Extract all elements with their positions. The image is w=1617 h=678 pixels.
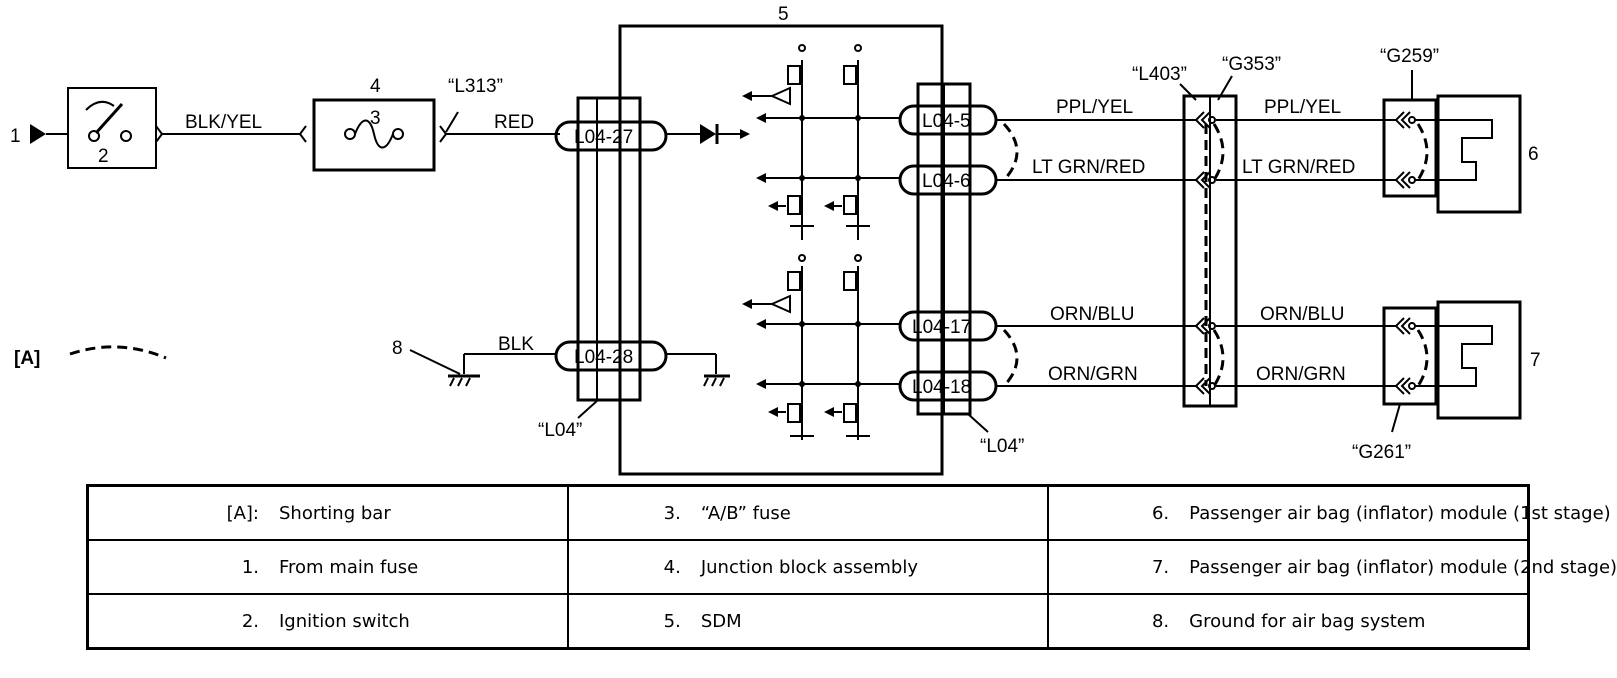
legend-key: [A]:: [226, 502, 259, 524]
wire-label-blk-yel: BLK/YEL: [185, 112, 262, 133]
terminal-l04-28: [554, 340, 668, 372]
legend-text: Ignition switch: [279, 610, 410, 632]
input-arrow: [30, 124, 46, 144]
legend-key: 6.: [1151, 502, 1170, 524]
legend-key: 4.: [663, 556, 681, 578]
wire-label-orn-blu-left: ORN/BLU: [1050, 304, 1134, 325]
legend-text: Junction block assembly: [700, 556, 919, 578]
diode-icon: [700, 124, 716, 144]
passenger-airbag-module-2nd-stage: [1436, 300, 1522, 420]
wire-label-ppl-yel-left: PPL/YEL: [1056, 97, 1133, 118]
legend-cell: 6. Passenger air bag (inflator) module (1…: [1047, 484, 1611, 541]
wire-label-orn-grn-left: ORN/GRN: [1048, 364, 1138, 385]
wire-label-ppl-yel-right: PPL/YEL: [1264, 97, 1341, 118]
wire-label-lt-grn-red-left: LT GRN/RED: [1032, 157, 1145, 178]
legend-cell: 2. Ignition switch: [86, 593, 569, 650]
sdm-box: [618, 24, 944, 476]
legend-key: 8.: [1151, 610, 1170, 632]
label-item-6: 6: [1528, 144, 1539, 165]
legend-text: Passenger air bag (inflator) module (1st…: [1189, 502, 1611, 524]
legend-row: 2. Ignition switch 5. SDM 8. Ground for air…: [86, 593, 1530, 650]
connector-l313: “L313”: [448, 76, 503, 97]
legend-cell: 3. “A/B” fuse: [566, 484, 1050, 541]
wire-label-red: RED: [494, 112, 534, 133]
passenger-airbag-module-1st-stage: [1436, 94, 1522, 214]
sdm-internal-upper: [742, 44, 900, 240]
junction-block: 3: [312, 98, 436, 172]
legend-row: 1. From main fuse 4. Junction block assemb…: [86, 539, 1617, 595]
legend-cell: 7. Passenger air bag (inflator) module (2…: [1047, 539, 1617, 595]
shorting-bar-l04-upper: [1002, 122, 1019, 182]
connector-l04-left-housing: [576, 96, 642, 402]
wiring-diagram: 1 2 BLK/YEL 4 3 RED “L313” 5 L04-27 L04-…: [10, 4, 1541, 476]
shorting-bar-key-symbol: [69, 345, 167, 360]
legend-text: SDM: [700, 610, 742, 632]
legend-cell: 8. Ground for air bag system: [1047, 593, 1530, 650]
legend-text: “A/B” fuse: [700, 502, 791, 524]
terminal-label-l04-6: L04-6: [922, 171, 971, 192]
legend-cell: 5. SDM: [566, 593, 1050, 650]
terminal-label-l04-5: L04-5: [922, 111, 971, 132]
sdm-internal-lower: [742, 254, 900, 440]
legend-key: 3.: [663, 502, 681, 524]
connector-g261: [1382, 306, 1438, 406]
label-item-4: 4: [370, 76, 381, 97]
connector-l403: “L403”: [1132, 64, 1187, 85]
connector-pins-l403: [1194, 111, 1216, 395]
legend-key: 1.: [241, 556, 259, 578]
wire-label-blk: BLK: [498, 334, 534, 355]
wire-label-orn-blu-right: ORN/BLU: [1260, 304, 1344, 325]
legend-cell: [A]: Shorting bar: [86, 484, 569, 541]
legend-text: Ground for air bag system: [1189, 610, 1426, 632]
legend-cell: 1. From main fuse: [86, 539, 569, 595]
legend-cell: 4. Junction block assembly: [566, 539, 1050, 595]
wire-label-lt-grn-red-right: LT GRN/RED: [1242, 157, 1355, 178]
terminal-l04-27: [554, 120, 668, 152]
label-item-2: 2: [98, 146, 109, 167]
legend-text: Passenger air bag (inflator) module (2nd…: [1189, 556, 1617, 578]
connector-label-g261: “G261”: [1352, 442, 1411, 463]
legend-key: 7.: [1151, 556, 1170, 578]
shorting-bar-key-label: [A]: [14, 348, 40, 369]
connector-g259: [1382, 98, 1438, 198]
label-item-5: 5: [778, 4, 789, 25]
terminal-label-l04-28: L04-28: [574, 347, 633, 368]
legend-table: [A]: Shorting bar 3. “A/B” fuse 6. Passenge…: [86, 484, 1617, 650]
legend-key: 5.: [663, 610, 681, 632]
connector-l04-right: “L04”: [980, 436, 1024, 457]
legend-text: Shorting bar: [279, 502, 391, 524]
legend-text: From main fuse: [279, 556, 419, 578]
label-item-1: 1: [10, 126, 21, 147]
connector-l04-left: “L04”: [538, 420, 582, 441]
terminal-label-l04-27: L04-27: [574, 127, 633, 148]
connector-g353: “G353”: [1222, 54, 1281, 75]
label-item-3: 3: [370, 108, 381, 129]
connector-label-g259: “G259”: [1380, 46, 1439, 67]
legend-row: [A]: Shorting bar 3. “A/B” fuse 6. Passenge…: [86, 484, 1611, 541]
terminal-label-l04-18: L04-18: [912, 377, 971, 398]
shorting-bar-l04-lower: [1002, 328, 1019, 388]
wire-label-orn-grn-right: ORN/GRN: [1256, 364, 1346, 385]
legend-key: 2.: [241, 610, 259, 632]
terminal-label-l04-17: L04-17: [912, 317, 971, 338]
ignition-switch: 2: [67, 87, 157, 169]
label-item-8: 8: [392, 338, 403, 359]
label-item-7: 7: [1530, 350, 1541, 371]
